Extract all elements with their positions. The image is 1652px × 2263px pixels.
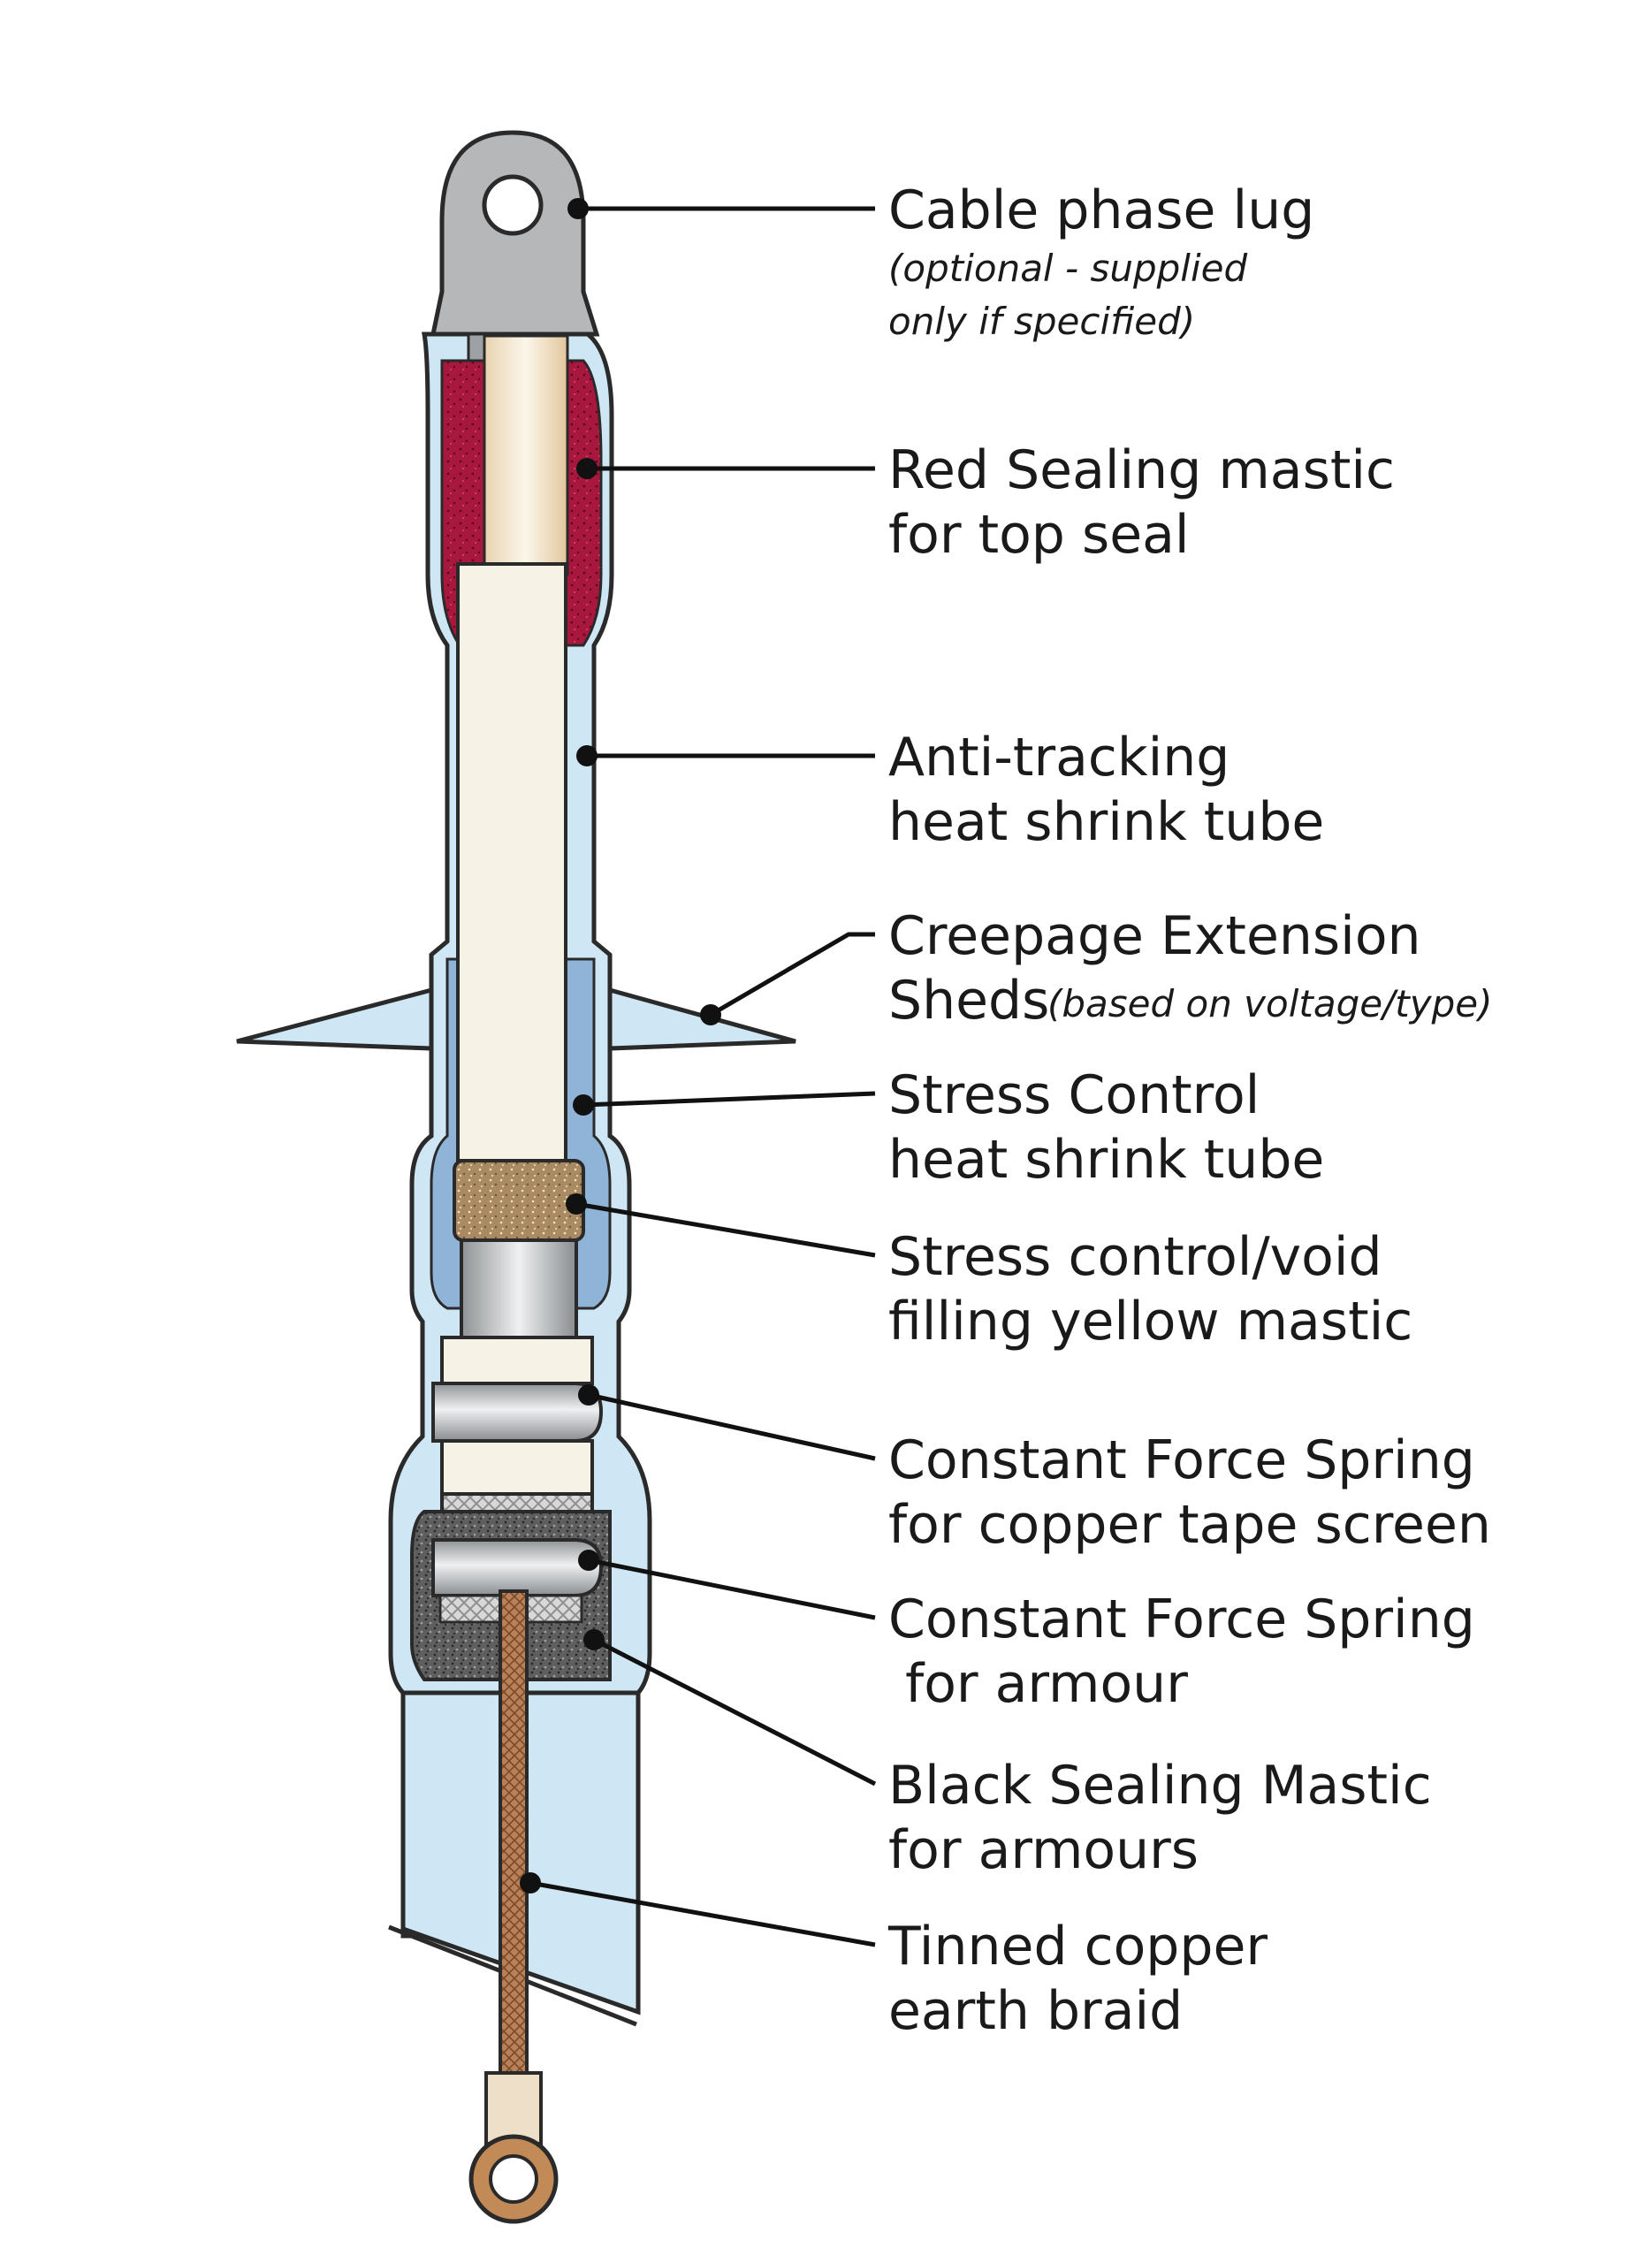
braid-crimp	[484, 2071, 543, 2145]
label-yellow-mastic: Stress control/void filling yellow masti…	[888, 1226, 1412, 1352]
earth-braid	[499, 1589, 529, 2079]
svg-text:Black Sealing Mastic: Black Sealing Mastic	[888, 1755, 1432, 1817]
svg-text:Stress Control: Stress Control	[888, 1064, 1260, 1126]
svg-text:(optional - supplied: (optional - supplied	[888, 247, 1247, 290]
label-creepage-sheds: Creepage Extension Sheds (based on volta…	[888, 905, 1492, 1032]
svg-text:Anti-tracking: Anti-tracking	[888, 727, 1229, 789]
svg-text:(based on voltage/type): (based on voltage/type)	[1047, 982, 1492, 1025]
label-earth-braid: Tinned copper earth braid	[887, 1916, 1268, 2042]
leader-lines	[520, 198, 877, 1947]
svg-text:heat shrink tube: heat shrink tube	[888, 1129, 1324, 1191]
semicon-layer	[460, 1238, 578, 1339]
svg-text:Sheds: Sheds	[888, 970, 1049, 1032]
label-red-sealing-mastic: Red Sealing mastic for top seal	[888, 439, 1395, 566]
label-spring-copper-tape: Constant Force Spring for copper tape sc…	[888, 1429, 1491, 1556]
svg-text:filling yellow mastic: filling yellow mastic	[888, 1291, 1412, 1352]
label-spring-armour: Constant Force Spring for armour	[888, 1589, 1475, 1715]
inner-sheath	[440, 1336, 594, 1385]
svg-text:Constant Force Spring: Constant Force Spring	[888, 1589, 1475, 1650]
yellow-mastic	[453, 1159, 585, 1242]
conductor	[483, 334, 569, 576]
svg-text:for copper tape screen: for copper tape screen	[888, 1494, 1491, 1556]
svg-text:Cable phase lug: Cable phase lug	[888, 179, 1314, 241]
svg-text:heat shrink tube: heat shrink tube	[888, 791, 1324, 853]
svg-text:for armours: for armours	[888, 1819, 1199, 1881]
svg-text:Constant Force Spring: Constant Force Spring	[888, 1429, 1475, 1491]
label-stress-control-tube: Stress Control heat shrink tube	[888, 1064, 1324, 1191]
svg-text:only if specified): only if specified)	[888, 300, 1195, 343]
spring-copper-tape	[431, 1382, 604, 1443]
svg-text:for top seal: for top seal	[888, 504, 1190, 566]
inner-sheath-lower	[440, 1439, 594, 1496]
svg-text:Tinned copper: Tinned copper	[887, 1916, 1268, 1977]
svg-text:Stress control/void: Stress control/void	[888, 1226, 1382, 1288]
svg-text:for armour: for armour	[888, 1653, 1188, 1715]
svg-text:earth braid: earth braid	[888, 1980, 1183, 2042]
svg-text:Red Sealing mastic: Red Sealing mastic	[888, 439, 1395, 501]
label-black-sealing-mastic: Black Sealing Mastic for armours	[888, 1755, 1432, 1881]
spring-armour	[431, 1538, 604, 1597]
cable-insulation	[456, 562, 567, 1162]
creepage-shed	[236, 987, 434, 1051]
label-anti-tracking-tube: Anti-tracking heat shrink tube	[888, 727, 1324, 853]
svg-text:Creepage Extension: Creepage Extension	[888, 905, 1421, 967]
label-cable-phase-lug: Cable phase lug (optional - supplied onl…	[888, 179, 1314, 343]
